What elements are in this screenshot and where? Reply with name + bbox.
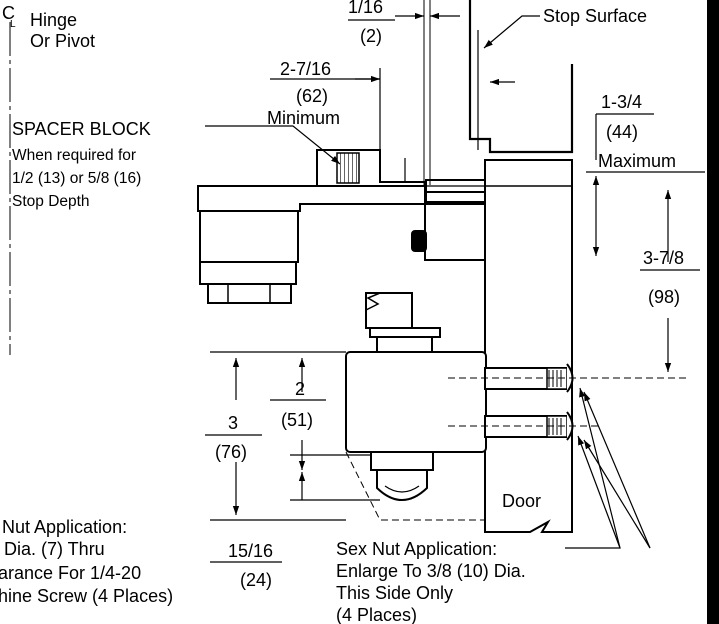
centerline-symbol-l: L (10, 19, 16, 30)
nut-note-line4: hine Screw (4 Places) (0, 586, 173, 606)
dim-1-3-4-note: Maximum (598, 151, 676, 171)
hinge-label-line1: Hinge (30, 10, 77, 30)
sex-nut-note-line2: Enlarge To 3/8 (10) Dia. (336, 561, 526, 581)
nut-note-line1: Nut Application: (2, 517, 127, 537)
door (484, 159, 573, 533)
dim-3-metric: (76) (215, 442, 247, 462)
dim-1-16-fraction: 1/16 (348, 0, 383, 17)
frame-profile (468, 0, 574, 154)
hinge-label-line2: Or Pivot (30, 31, 95, 51)
dim-1-16-metric: (2) (360, 26, 382, 46)
spacer-block-title: SPACER BLOCK (12, 119, 151, 139)
stop-surface-label: Stop Surface (543, 6, 647, 26)
sex-nut-note-line1: Sex Nut Application: (336, 539, 497, 559)
nut-note-line3: arance For 1/4-20 (0, 563, 141, 583)
dim-1-3-4-fraction: 1-3/4 (601, 92, 642, 112)
arm-assembly (197, 149, 487, 304)
bolt-centerlines (448, 377, 690, 427)
hidden-line (345, 451, 485, 521)
dim-2-7-16-fraction: 2-7/16 (280, 59, 331, 79)
spacer-block-line2: 1/2 (13) or 5/8 (16) (12, 170, 141, 187)
spacer-block-line1: When required for (12, 147, 136, 164)
door-label: Door (502, 491, 541, 511)
closer-body (345, 292, 487, 501)
mounting-bolts (484, 363, 574, 441)
dim-3-7-8-fraction: 3-7/8 (643, 248, 684, 268)
dim-2-7-16-metric: (62) (296, 86, 328, 106)
nut-note-line2: Dia. (7) Thru (4, 539, 105, 559)
dimension-lines (205, 12, 705, 563)
dim-2-fraction: 2 (295, 379, 305, 399)
dim-15-16-fraction: 15/16 (228, 541, 273, 561)
dim-3-7-8-metric: (98) (648, 287, 680, 307)
dim-15-16-metric: (24) (240, 570, 272, 590)
dim-1-3-4-metric: (44) (606, 122, 638, 142)
spacer-block-line3: Stop Depth (12, 193, 90, 210)
centerline-symbol-c: C (2, 3, 15, 23)
sex-nut-note-line4: (4 Places) (336, 605, 417, 624)
page-border (707, 0, 719, 624)
spacer-block (336, 152, 360, 184)
dim-2-metric: (51) (281, 410, 313, 430)
sex-nut-note-line3: This Side Only (336, 583, 453, 603)
dim-2-7-16-note: Minimum (267, 108, 340, 128)
dim-3-fraction: 3 (228, 413, 238, 433)
